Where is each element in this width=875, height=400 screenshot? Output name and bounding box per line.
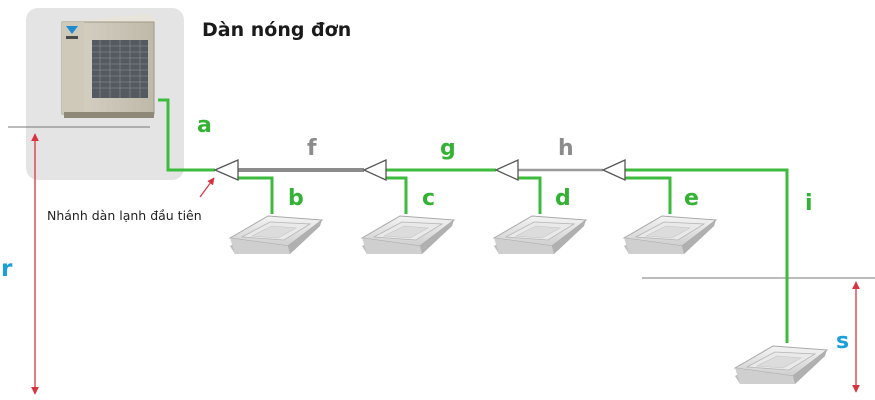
label-s: s <box>836 329 849 354</box>
label-a: a <box>197 113 212 138</box>
refnet-joint-icon <box>213 159 239 181</box>
label-f: f <box>307 136 317 161</box>
pipe-segment-i <box>625 168 789 343</box>
label-r: r <box>1 256 13 282</box>
label-i: i <box>805 191 813 216</box>
pipe-segment-e <box>625 176 672 214</box>
indoor-cassette-unit-icon <box>361 215 455 255</box>
label-c: c <box>422 186 435 211</box>
indoor-cassette-unit-icon <box>623 215 717 255</box>
indoor-cassette-unit-icon <box>734 345 828 385</box>
indoor-cassette-unit-icon <box>493 215 587 255</box>
label-b: b <box>288 186 304 211</box>
label-e: e <box>684 186 699 211</box>
label-d: d <box>555 186 571 211</box>
pipe-segment-a <box>158 98 215 172</box>
pipe-segment-b <box>238 176 274 214</box>
refnet-joint-icon <box>601 158 626 182</box>
label-h: h <box>558 136 574 161</box>
label-g: g <box>440 136 456 161</box>
outdoor-unit-icon <box>61 14 158 118</box>
pipe-segment-d <box>518 176 542 214</box>
pipe-segment-c <box>386 176 408 214</box>
diagram-title: Dàn nóng đơn <box>202 19 351 41</box>
indoor-cassette-unit-icon <box>229 215 323 255</box>
first-branch-note: Nhánh dàn lạnh đầu tiên <box>47 208 202 223</box>
first-branch-pointer-arrow <box>199 177 215 198</box>
refnet-joint-icon <box>494 158 519 182</box>
refnet-joint-icon <box>362 158 387 182</box>
